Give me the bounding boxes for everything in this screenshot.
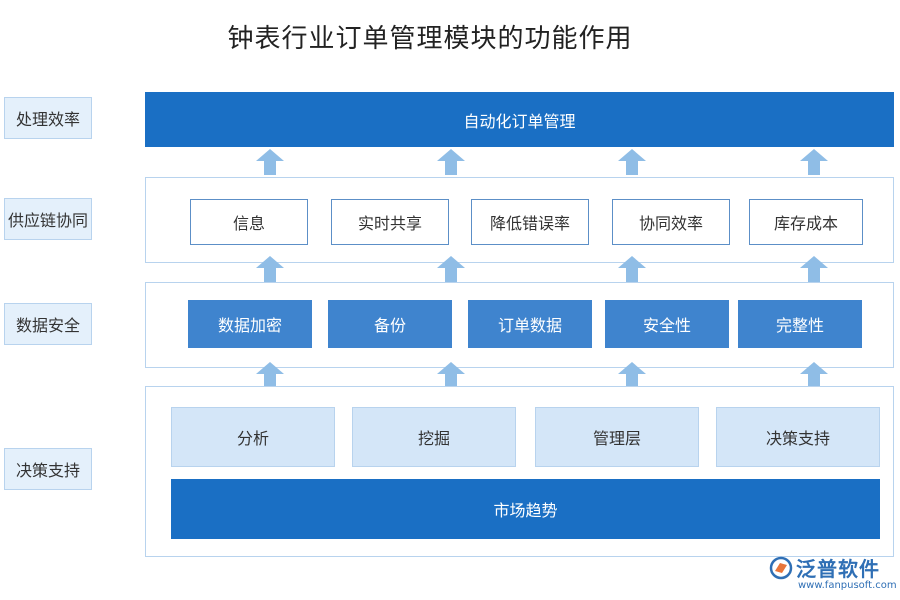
up-arrow-icon	[437, 256, 465, 282]
box-information: 信息	[190, 199, 308, 245]
box-backup: 备份	[328, 300, 452, 348]
up-arrow-icon	[800, 149, 828, 175]
brand-url: www.fanpusoft.com	[798, 580, 897, 591]
fanpu-logo-icon	[769, 556, 793, 580]
box-data-encryption: 数据加密	[188, 300, 312, 348]
side-label-efficiency: 处理效率	[4, 97, 92, 139]
up-arrow-icon	[800, 256, 828, 282]
side-label-decision-support: 决策支持	[4, 448, 92, 490]
box-order-data: 订单数据	[468, 300, 592, 348]
box-inventory-cost: 库存成本	[749, 199, 863, 245]
up-arrow-icon	[800, 362, 828, 388]
up-arrow-icon	[618, 362, 646, 388]
up-arrow-icon	[437, 362, 465, 388]
up-arrow-icon	[618, 149, 646, 175]
up-arrow-icon	[437, 149, 465, 175]
box-management: 管理层	[535, 407, 699, 467]
diagram-title: 钟表行业订单管理模块的功能作用	[227, 24, 633, 54]
side-label-data-security: 数据安全	[4, 303, 92, 345]
up-arrow-icon	[256, 362, 284, 388]
up-arrow-icon	[618, 256, 646, 282]
banner-auto-order-management: 自动化订单管理	[145, 92, 894, 147]
box-integrity: 完整性	[738, 300, 862, 348]
up-arrow-icon	[256, 256, 284, 282]
box-mining: 挖掘	[352, 407, 516, 467]
box-collaboration-efficiency: 协同效率	[612, 199, 730, 245]
brand-logo: 泛普软件 www.fanpusoft.com	[768, 553, 897, 593]
box-security: 安全性	[605, 300, 729, 348]
box-reduce-error-rate: 降低错误率	[471, 199, 589, 245]
brand-name: 泛普软件	[796, 557, 880, 581]
up-arrow-icon	[256, 149, 284, 175]
box-analysis: 分析	[171, 407, 335, 467]
banner-market-trend: 市场趋势	[171, 479, 880, 539]
side-label-supply-chain: 供应链协同	[4, 198, 92, 240]
box-realtime-sharing: 实时共享	[331, 199, 449, 245]
box-decision-support: 决策支持	[716, 407, 880, 467]
